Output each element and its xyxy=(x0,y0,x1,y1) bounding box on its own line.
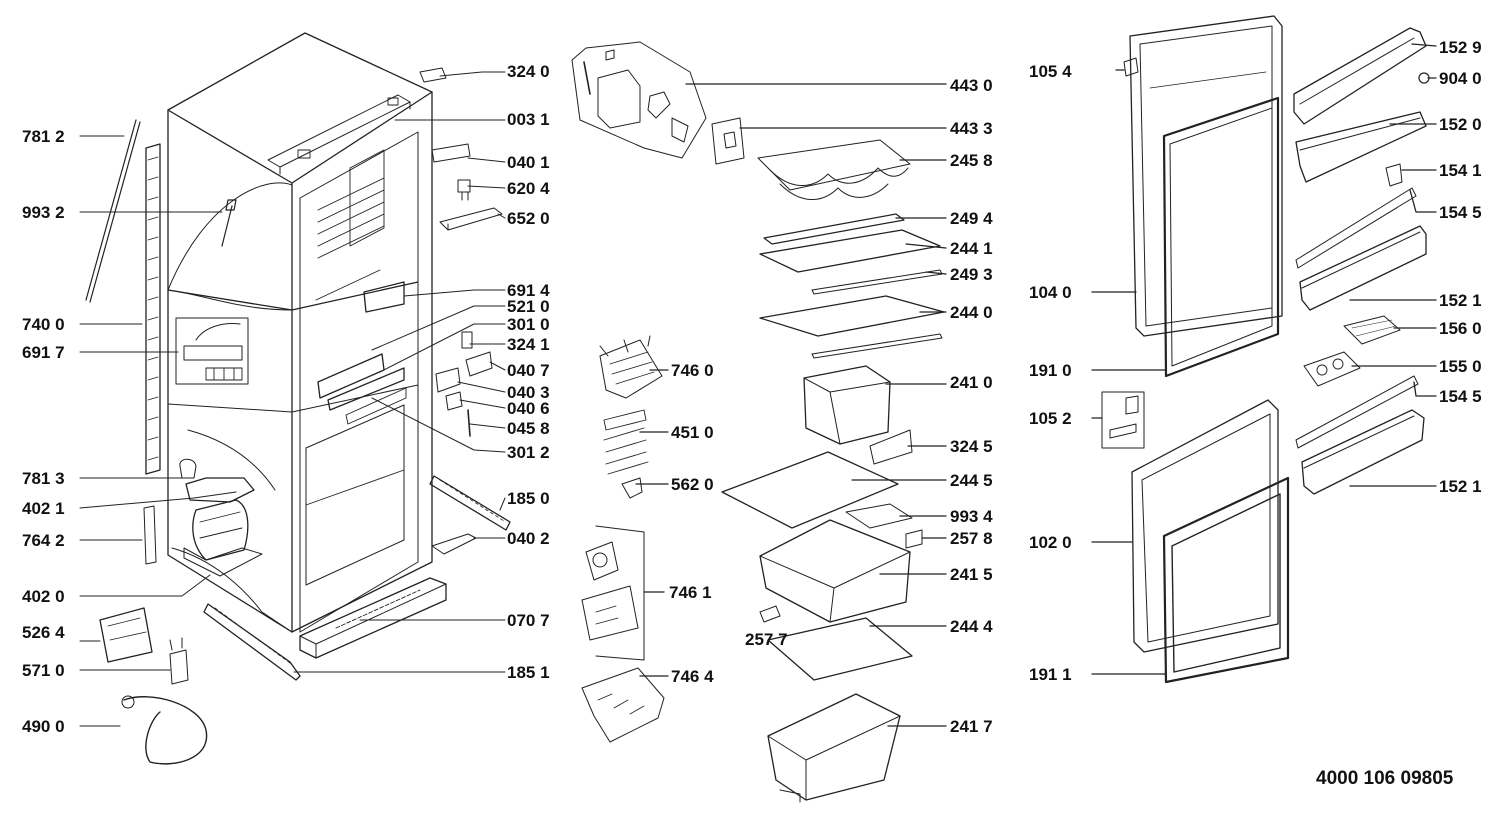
label-764-2: 764 2 xyxy=(22,531,65,550)
label-904-0: 904 0 xyxy=(1439,69,1482,88)
label-185-0: 185 0 xyxy=(507,489,550,508)
label-443-3: 443 3 xyxy=(950,119,993,138)
label-244-1: 244 1 xyxy=(950,239,993,258)
label-993-2: 993 2 xyxy=(22,203,65,222)
label-490-0: 490 0 xyxy=(22,717,65,736)
label-249-3: 249 3 xyxy=(950,265,993,284)
label-154-1: 154 1 xyxy=(1439,161,1482,180)
label-781-2: 781 2 xyxy=(22,127,65,146)
label-257-7: 257 7 xyxy=(745,630,788,649)
small-parts xyxy=(99,607,208,765)
label-746-4: 746 4 xyxy=(671,667,714,686)
label-244-0: 244 0 xyxy=(950,303,993,322)
center-parts xyxy=(571,41,947,803)
label-156-0: 156 0 xyxy=(1439,319,1482,338)
label-040-6: 040 6 xyxy=(507,399,550,418)
label-245-8: 245 8 xyxy=(950,151,993,170)
label-152-9: 152 9 xyxy=(1439,38,1482,57)
label-152-1-top: 152 1 xyxy=(1439,291,1482,310)
label-003-1: 003 1 xyxy=(507,110,550,129)
label-993-4: 993 4 xyxy=(950,507,993,526)
label-070-7: 070 7 xyxy=(507,611,550,630)
label-691-7: 691 7 xyxy=(22,343,65,362)
label-241-7: 241 7 xyxy=(950,717,993,736)
label-045-8: 045 8 xyxy=(507,419,550,438)
label-040-2: 040 2 xyxy=(507,529,550,548)
label-740-0: 740 0 xyxy=(22,315,65,334)
label-526-4: 526 4 xyxy=(22,623,65,642)
label-781-3: 781 3 xyxy=(22,469,65,488)
label-443-0: 443 0 xyxy=(950,76,993,95)
label-620-4: 620 4 xyxy=(507,179,550,198)
label-451-0: 451 0 xyxy=(671,423,714,442)
label-241-5: 241 5 xyxy=(950,565,993,584)
label-155-0: 155 0 xyxy=(1439,357,1482,376)
label-691-4: 691 4 xyxy=(507,281,550,300)
label-040-3: 040 3 xyxy=(507,383,550,402)
label-244-5: 244 5 xyxy=(950,471,993,490)
label-652-0: 652 0 xyxy=(507,209,550,228)
drawing-code: 4000 106 09805 xyxy=(1316,768,1454,789)
label-324-1: 324 1 xyxy=(507,335,550,354)
label-102-0: 102 0 xyxy=(1029,533,1072,552)
label-301-2: 301 2 xyxy=(507,443,550,462)
label-152-0: 152 0 xyxy=(1439,115,1482,134)
leader-lines xyxy=(79,71,506,727)
label-746-0: 746 0 xyxy=(671,361,714,380)
label-244-4: 244 4 xyxy=(950,617,993,636)
label-154-5-top: 154 5 xyxy=(1439,203,1482,222)
doors xyxy=(1091,15,1437,684)
label-301-0: 301 0 xyxy=(507,315,550,334)
label-191-1: 191 1 xyxy=(1029,665,1072,684)
label-257-8: 257 8 xyxy=(950,529,993,548)
label-746-1: 746 1 xyxy=(669,583,712,602)
label-191-0: 191 0 xyxy=(1029,361,1072,380)
label-105-2: 105 2 xyxy=(1029,409,1072,428)
label-105-4: 105 4 xyxy=(1029,62,1072,81)
label-152-1-bottom: 152 1 xyxy=(1439,477,1482,496)
label-571-0: 571 0 xyxy=(22,661,65,680)
label-402-0: 402 0 xyxy=(22,587,65,606)
label-040-7: 040 7 xyxy=(507,361,550,380)
label-241-0: 241 0 xyxy=(950,373,993,392)
label-154-5-bottom: 154 5 xyxy=(1439,387,1482,406)
label-040-1: 040 1 xyxy=(507,153,550,172)
label-402-1: 402 1 xyxy=(22,499,65,518)
label-324-0: 324 0 xyxy=(507,62,550,81)
label-185-1: 185 1 xyxy=(507,663,550,682)
label-521-0: 521 0 xyxy=(507,297,550,316)
label-324-5: 324 5 xyxy=(950,437,993,456)
refrigerator-cabinet xyxy=(85,32,511,681)
label-104-0: 104 0 xyxy=(1029,283,1072,302)
label-562-0: 562 0 xyxy=(671,475,714,494)
label-249-4: 249 4 xyxy=(950,209,993,228)
